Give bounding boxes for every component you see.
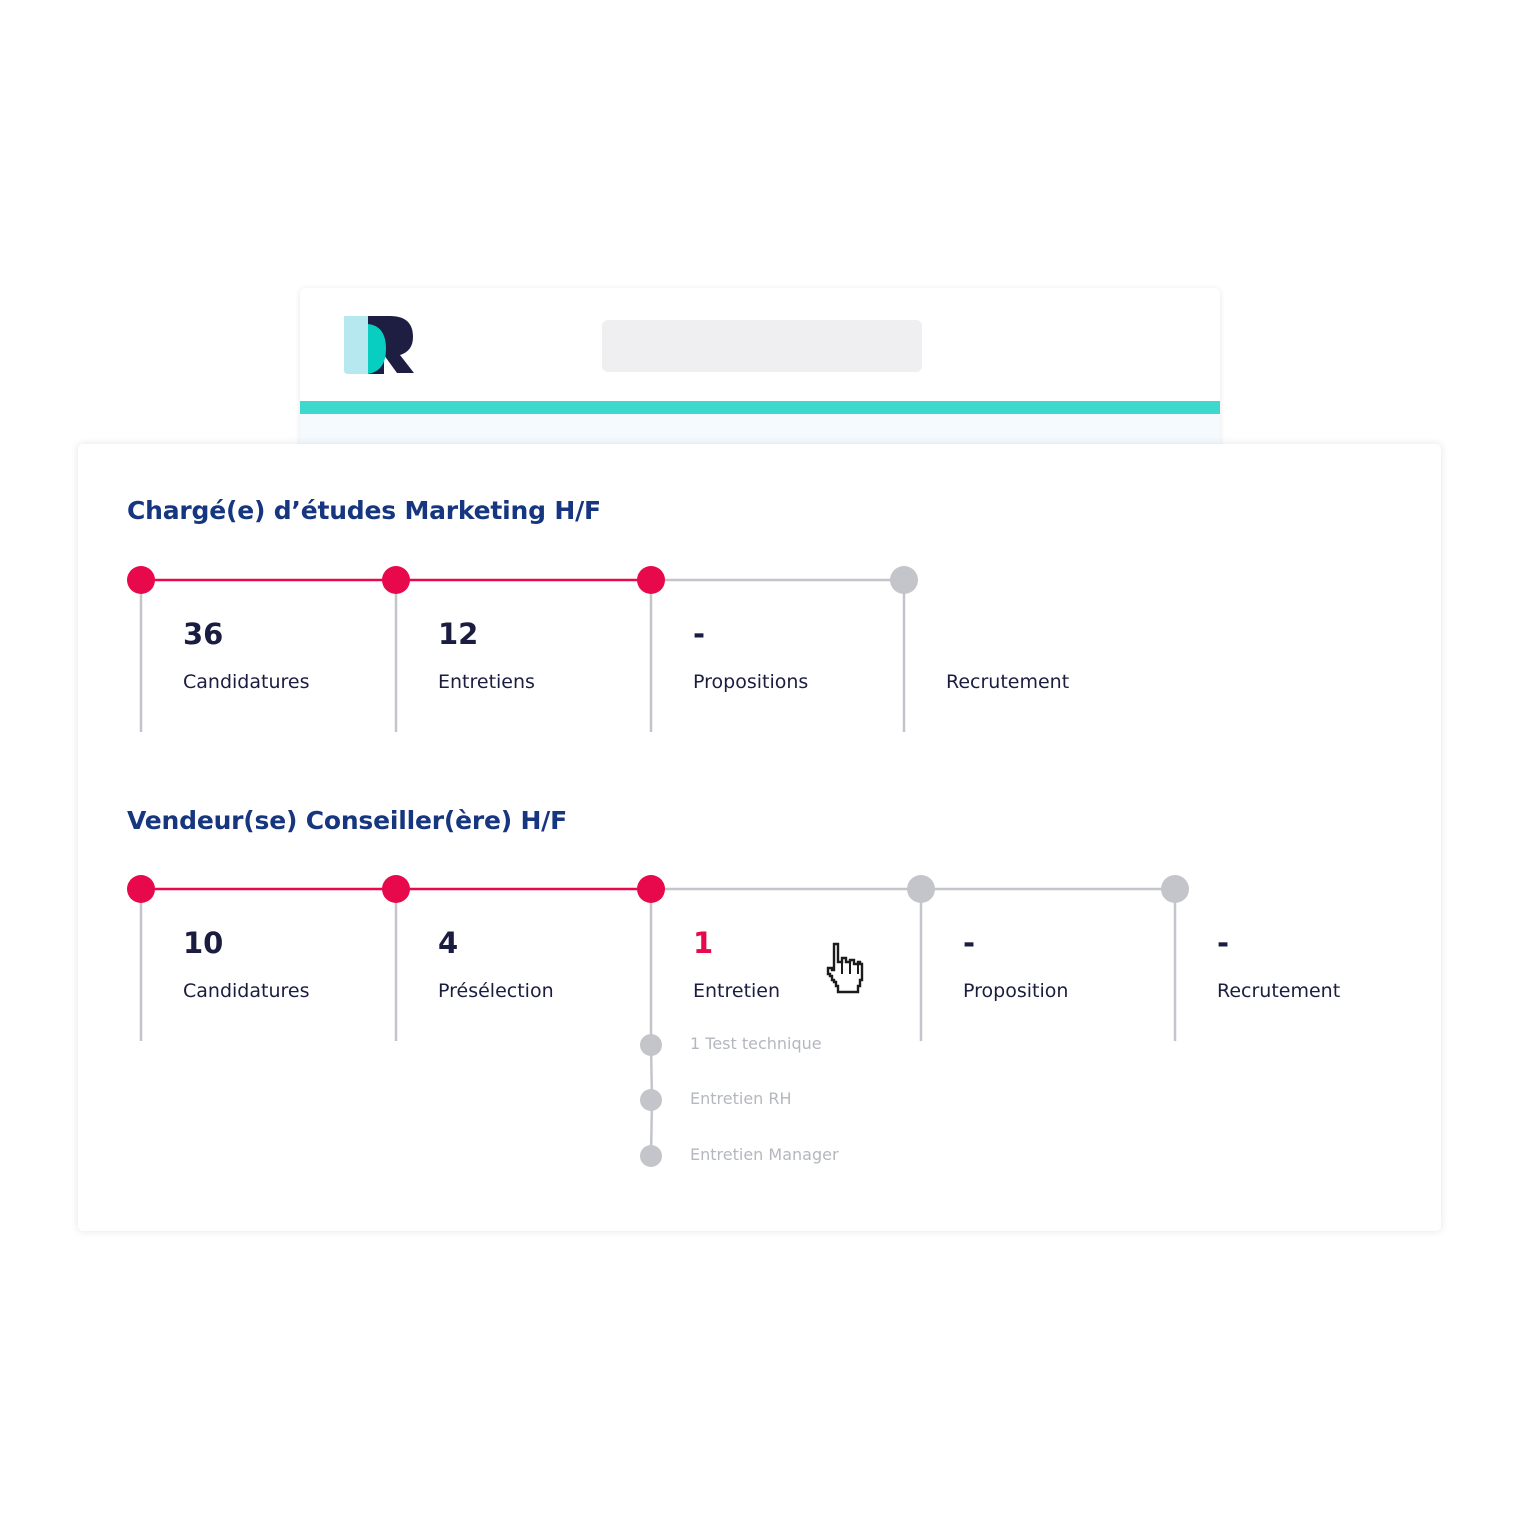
stage-dot[interactable]	[890, 566, 918, 594]
dr-logo-icon[interactable]	[344, 316, 414, 374]
stage-propositions[interactable]: - Propositions	[693, 580, 923, 740]
stage-dot[interactable]	[907, 875, 935, 903]
stage-dot[interactable]	[382, 566, 410, 594]
stage-label: Proposition	[963, 980, 1069, 1002]
stage-count: -	[1217, 926, 1230, 960]
stage-label: Recrutement	[1217, 980, 1341, 1002]
logo-light-shape	[344, 316, 370, 374]
search-bar[interactable]	[602, 320, 922, 372]
accent-bar	[300, 401, 1220, 414]
substep-dot[interactable]	[640, 1145, 662, 1167]
stage-dot[interactable]	[637, 875, 665, 903]
substep-label[interactable]: Entretien Manager	[690, 1145, 839, 1164]
stage-label: Propositions	[693, 671, 809, 693]
stage-dot[interactable]	[382, 875, 410, 903]
stage-count: 1	[693, 926, 714, 960]
stage-count: -	[963, 926, 976, 960]
job-title-marketing[interactable]: Chargé(e) d’études Marketing H/F	[127, 496, 601, 525]
hand-pointer-icon	[826, 942, 864, 994]
substep-dot[interactable]	[640, 1089, 662, 1111]
stage-label: Candidatures	[183, 980, 310, 1002]
app-window-header	[300, 288, 1220, 448]
stage-dot[interactable]	[127, 875, 155, 903]
stage-label: Présélection	[438, 980, 554, 1002]
stage-dot[interactable]	[1161, 875, 1189, 903]
stage-count: 4	[438, 926, 459, 960]
stage-label: Entretien	[693, 980, 781, 1002]
substep-label[interactable]: 1 Test technique	[690, 1034, 822, 1053]
stage-count: -	[693, 617, 706, 651]
stage-proposition[interactable]: - Proposition	[963, 889, 1193, 1049]
stage-count: 12	[438, 617, 479, 651]
job-title-vendeur[interactable]: Vendeur(se) Conseiller(ère) H/F	[127, 806, 567, 835]
stage-dot[interactable]	[127, 566, 155, 594]
stage-recrutement[interactable]: - Recrutement	[1217, 889, 1447, 1049]
stage-label: Candidatures	[183, 671, 310, 693]
stage-dot[interactable]	[637, 566, 665, 594]
substep-dot[interactable]	[640, 1034, 662, 1056]
stage-count: 36	[183, 617, 224, 651]
pipeline-track	[127, 566, 918, 732]
sub-nav-bar	[300, 414, 1220, 448]
stage-label: Recrutement	[946, 671, 1070, 693]
pipeline-track	[127, 875, 1189, 1167]
logo-teal-shape	[368, 324, 386, 374]
stage-count: 10	[183, 926, 224, 960]
stage-recrutement[interactable]: Recrutement	[946, 580, 1176, 740]
substep-label[interactable]: Entretien RH	[690, 1089, 792, 1108]
stage-label: Entretiens	[438, 671, 535, 693]
